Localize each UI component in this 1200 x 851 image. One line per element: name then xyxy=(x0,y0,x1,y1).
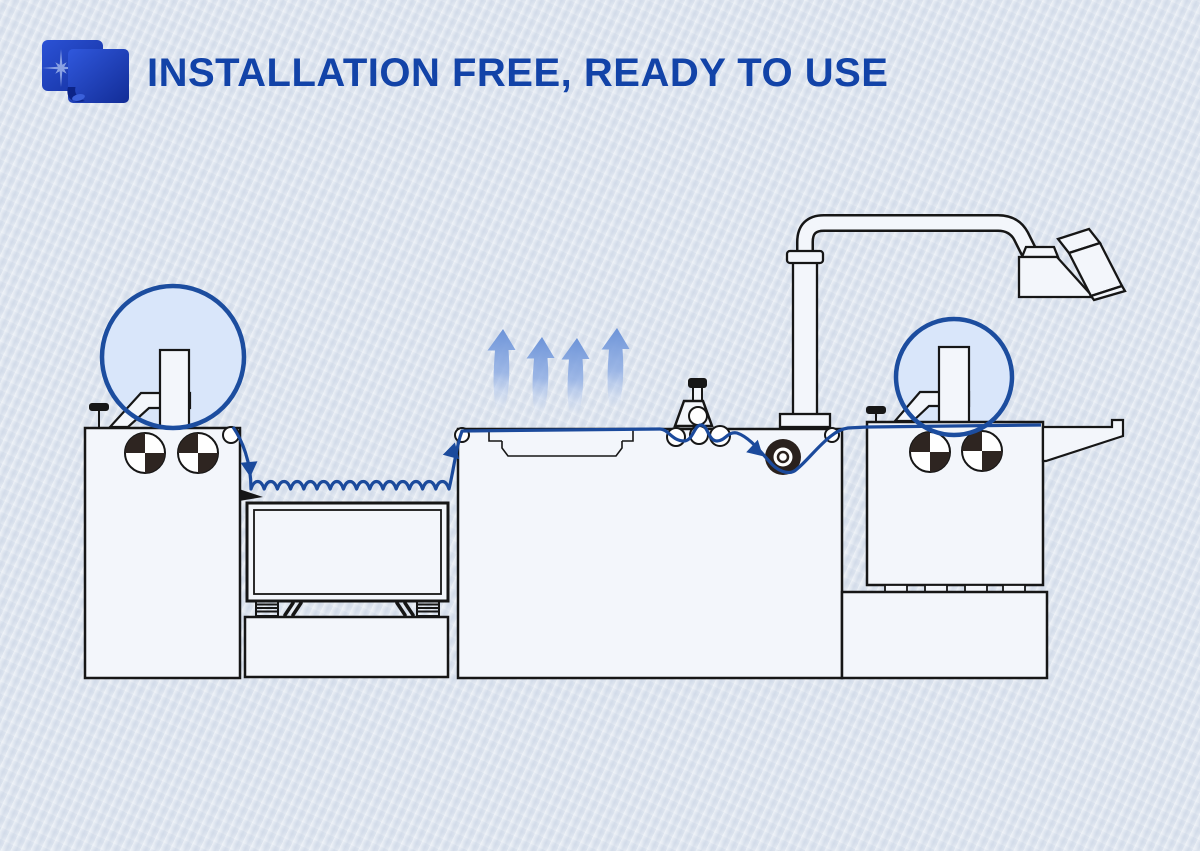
registration-mark-icon xyxy=(961,430,1003,472)
film-curl-highlight xyxy=(72,94,85,101)
arm-tube xyxy=(798,216,1036,257)
press-roller xyxy=(688,406,708,426)
registration-mark-icon xyxy=(177,432,219,474)
press-knob-stem xyxy=(692,385,703,402)
press-knob-cap xyxy=(688,378,707,388)
vibration-tray-inner xyxy=(253,509,442,595)
vibration-foot-icon xyxy=(395,601,415,617)
highlight-circle-right xyxy=(893,316,1015,438)
film-line xyxy=(231,423,1042,491)
film-curl xyxy=(67,87,85,102)
control-screen-arm xyxy=(778,214,1127,429)
air-arrow-icon xyxy=(561,338,590,413)
screw-icon xyxy=(866,406,886,422)
air-arrow-icon xyxy=(487,329,516,408)
spring-icon xyxy=(255,600,279,617)
vibration-foot-icon xyxy=(283,601,303,617)
left-unwinder-machine xyxy=(83,348,242,680)
vibration-base-box xyxy=(243,615,450,679)
sparkle-star xyxy=(42,49,80,87)
registration-mark-icon xyxy=(124,432,166,474)
right-rewinder-machine xyxy=(840,345,1125,680)
arm-post-base xyxy=(778,412,832,429)
registration-mark-icon xyxy=(909,431,951,473)
page-title: INSTALLATION FREE, READY TO USE xyxy=(147,51,889,95)
spring-icon xyxy=(416,600,440,617)
arm-post xyxy=(791,260,819,421)
machine-base xyxy=(840,590,1049,680)
arm-post-cap xyxy=(785,249,825,265)
front-film-sheet xyxy=(68,49,129,103)
vibration-table xyxy=(239,489,450,679)
film-roll-icon xyxy=(42,40,129,103)
exit-tray xyxy=(1041,418,1125,463)
air-arrow-icon xyxy=(526,337,555,412)
machine-body xyxy=(83,426,242,680)
control-screen-edge xyxy=(1089,284,1127,302)
film-path xyxy=(231,423,1042,491)
recessed-tray xyxy=(488,430,634,457)
film-guide-wedge xyxy=(239,489,263,501)
film-holder-post-left xyxy=(158,348,191,430)
drying-air-arrows xyxy=(487,328,630,413)
header: INSTALLATION FREE, READY TO USE xyxy=(0,0,1200,120)
vibration-tray-outer xyxy=(245,501,450,603)
film-holder-post-right xyxy=(937,345,971,428)
screw-icon xyxy=(89,403,109,428)
film-arrow-icon xyxy=(442,442,460,460)
screen-mount-lip xyxy=(1020,245,1060,259)
film-arrow-icon xyxy=(240,461,258,477)
air-arrow-icon xyxy=(601,328,630,407)
machine-body xyxy=(865,420,1045,587)
film-arrow-icon xyxy=(746,439,763,457)
highlight-circle-left xyxy=(99,283,247,431)
